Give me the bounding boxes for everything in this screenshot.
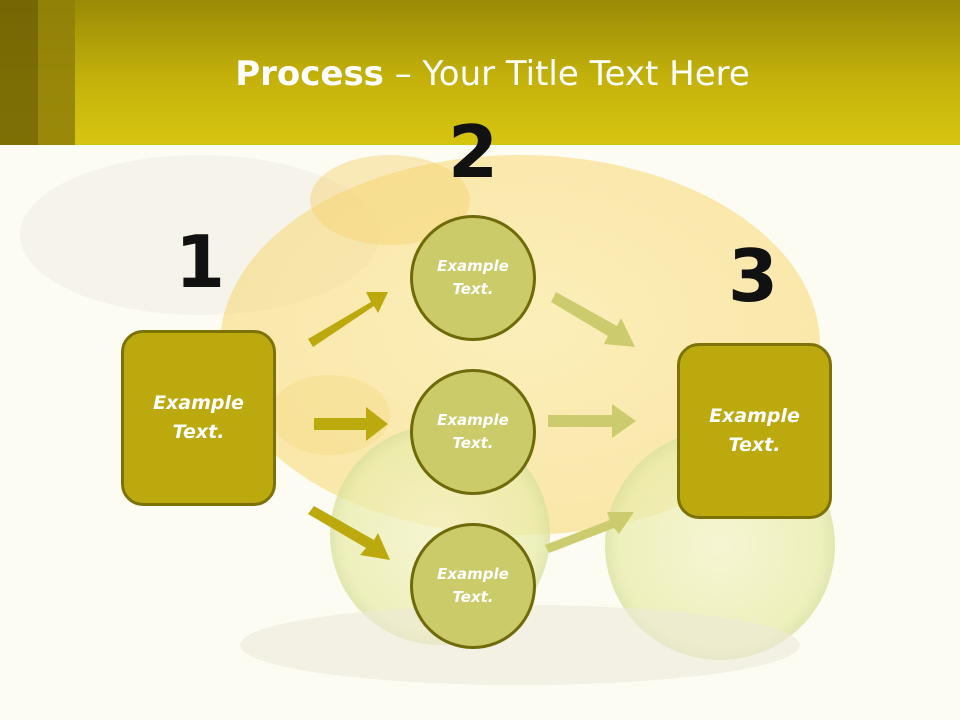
circle-text-line: Example	[437, 565, 509, 583]
slide-title: Process – Your Title Text Here	[0, 52, 960, 96]
step-1-box: Example Text.	[121, 330, 276, 506]
circle-text-line: Text.	[452, 280, 494, 298]
box-text-line: Example	[709, 405, 800, 427]
circle-text-line: Text.	[452, 588, 494, 606]
title-rest: – Your Title Text Here	[383, 54, 750, 94]
header-accent-bar	[0, 0, 38, 145]
step-number-3: 3	[727, 234, 779, 318]
header-band	[0, 0, 960, 145]
box-text-line: Text.	[728, 434, 781, 456]
circle-text-line: Example	[437, 411, 509, 429]
box-text-line: Example	[153, 392, 244, 414]
circle-text-line: Text.	[452, 434, 494, 452]
circle-text-line: Example	[437, 257, 509, 275]
step-number-1: 1	[174, 220, 226, 304]
arrow-up-right	[308, 292, 388, 347]
step-2-circle-middle: Example Text.	[410, 369, 536, 495]
arrow-right	[314, 407, 388, 441]
step-3-box: Example Text.	[677, 343, 832, 519]
title-bold: Process	[235, 54, 384, 94]
step-2-circle-top: Example Text.	[410, 215, 536, 341]
arrow-down-right	[308, 506, 390, 560]
arrow-down-right	[551, 292, 635, 347]
arrow-right	[548, 404, 636, 438]
step-2-circle-bottom: Example Text.	[410, 523, 536, 649]
header-accent-bar	[38, 0, 75, 145]
step-number-2: 2	[447, 110, 499, 194]
arrow-up-right	[545, 512, 634, 553]
box-text-line: Text.	[172, 421, 225, 443]
